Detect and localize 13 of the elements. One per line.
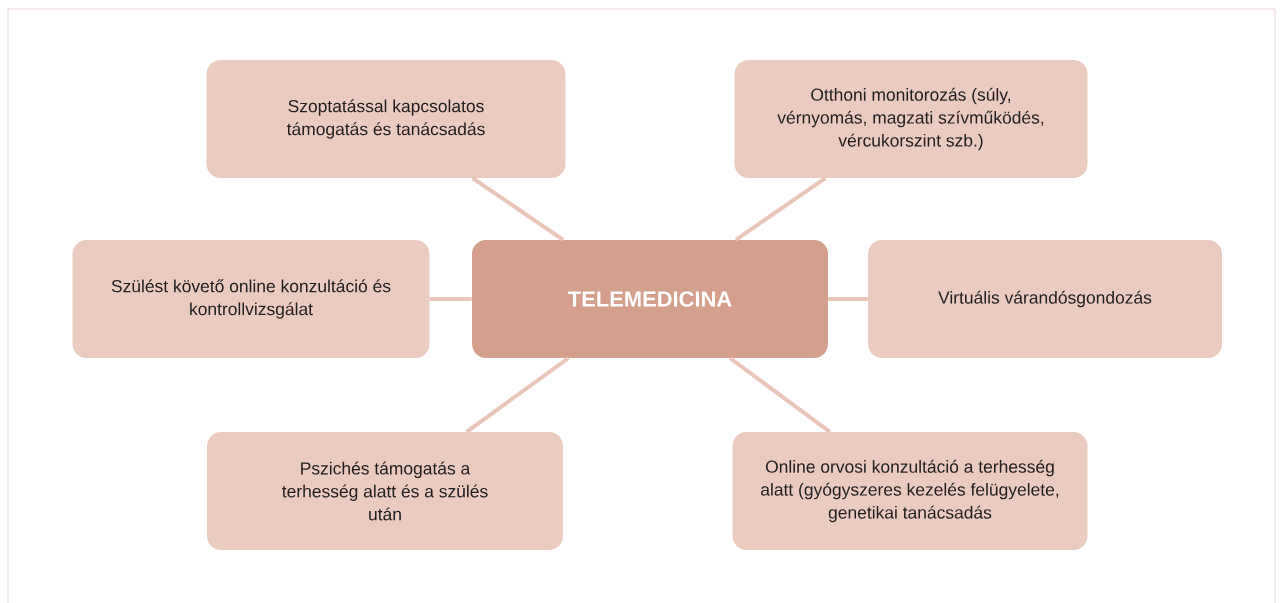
connector-line [734,176,827,242]
hub-box: TELEMEDICINA [472,240,828,358]
connector-line [728,356,832,434]
topic-box: Szülést követő online konzultáció és kontrollvizsgálat [72,240,430,358]
topic-box: Online orvosi konzultáció a terhesség alatt (gyógyszeres kezelés felügyelete, genetikai tanácsadás [732,432,1088,550]
connector-line [471,176,565,242]
connector-line [465,356,570,434]
topic-box: Otthoni monitorozás (súly, vérnyomás, magzati szívműködés, vércukorszint szb.) [734,60,1088,178]
topic-box: Szoptatással kapcsolatos támogatás és tanácsadás [206,60,566,178]
topic-box: Pszichés támogatás a terhesség alatt és a szülés után [207,432,563,550]
connector-line [828,297,868,301]
topic-box: Virtuális várandósgondozás [868,240,1222,358]
connector-line [429,297,472,301]
